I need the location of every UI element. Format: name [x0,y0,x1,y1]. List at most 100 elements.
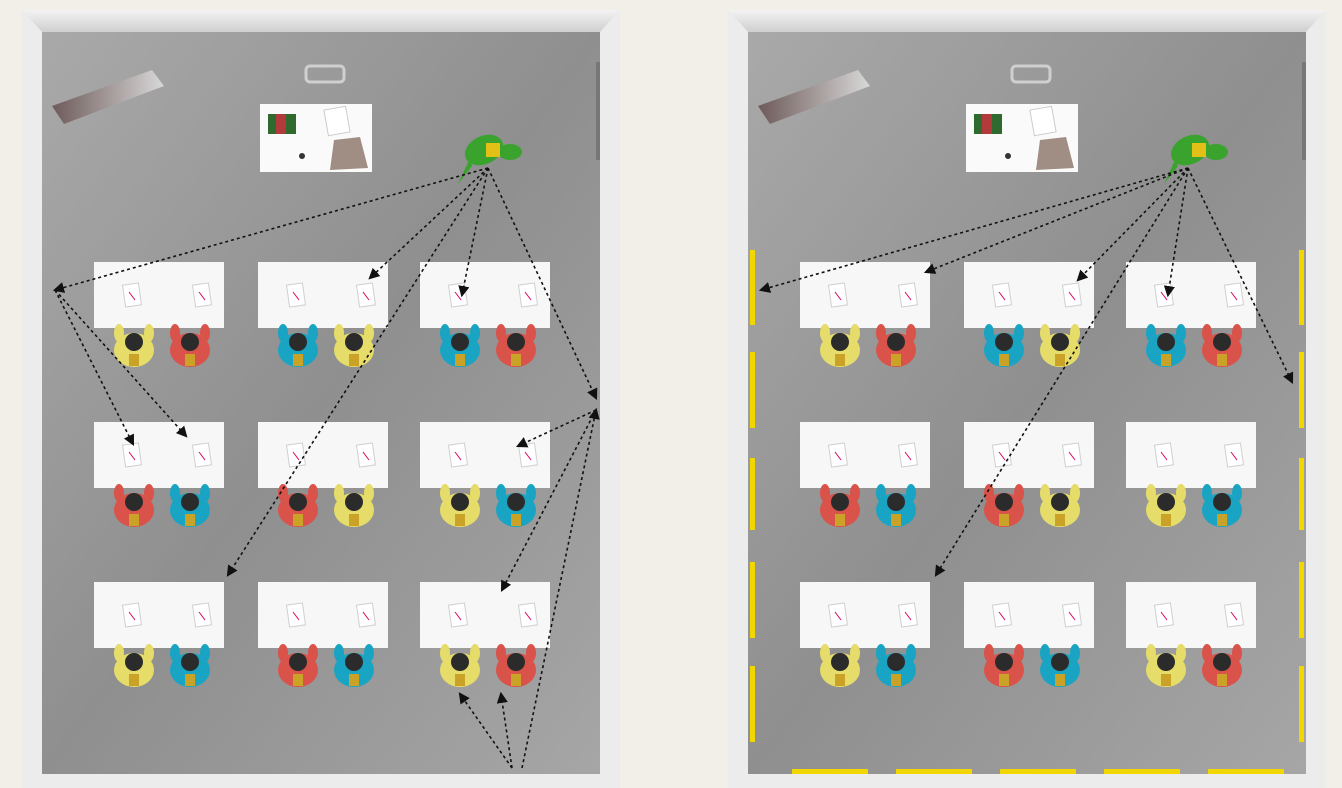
student-left [114,324,154,367]
arrow-teacher-to-desk-2 [368,167,489,280]
student-head [1213,493,1231,511]
worksheet [517,282,539,308]
arrow-teacher-to-right-wall [487,167,598,401]
pencil-mark [998,611,1006,621]
chair-back [1161,514,1171,526]
chair-back [455,514,465,526]
student-arm-right [1070,324,1080,342]
pencil-mark [1160,611,1168,621]
worksheet [191,282,213,308]
bag [330,137,368,170]
student-right [876,484,916,527]
pencil-mark [362,451,370,461]
teacher-leg [458,158,472,184]
student-head [451,333,469,351]
arrow-teacher-to-desk-1 [923,167,1189,274]
student-right [170,644,210,687]
student-arm-right [1070,644,1080,662]
pencil-mark [198,291,206,301]
student-arm-right [364,484,374,502]
arrow-bottom-to-seat-9b [496,691,513,769]
student-arm-left [440,324,450,342]
arrow-left-wall-to-desk-4a [54,289,135,446]
desk-9 [1126,582,1256,687]
paper [1029,105,1057,137]
pencil-mark [198,451,206,461]
student-arm-right [144,644,154,662]
arrow-teacher-to-desk-3 [458,167,489,298]
pencil-mark [1230,611,1238,621]
student-head [125,653,143,671]
chair-back [891,354,901,366]
worksheet [1153,442,1175,468]
student-arm-left [496,324,506,342]
student-right [334,484,374,527]
tape-bottom [896,769,972,774]
desk-4 [94,422,224,527]
student-arm-right [144,484,154,502]
student-right [496,644,536,687]
student-head [507,653,525,671]
desk-7 [94,582,224,687]
tape-right [1299,562,1304,638]
arrow-teacher-to-left-wall [52,167,489,293]
worksheet [1061,602,1083,628]
chair-back [511,514,521,526]
teacher-leg [1164,158,1178,184]
student-arm-left [278,324,288,342]
student-left [1146,484,1186,527]
student-head [995,493,1013,511]
student-arm-left [440,484,450,502]
student-arm-left [334,484,344,502]
pencil-mark [904,611,912,621]
worksheet [827,282,849,308]
student-arm-right [526,644,536,662]
worksheet [285,602,307,628]
student-arm-left [278,484,288,502]
student-right [1202,484,1242,527]
paper [323,105,351,137]
arrow-teacher-to-desk-2 [1076,167,1189,282]
pencil-mark [524,291,532,301]
student-arm-left [496,484,506,502]
chair-back [511,354,521,366]
shelf [52,70,164,124]
student-arm-right [850,484,860,502]
chair-back [349,514,359,526]
student-head [345,653,363,671]
teacher [1164,134,1228,184]
student-arm-right [906,644,916,662]
pencil-mark [454,291,462,301]
pencil-mark [362,611,370,621]
worksheet [191,602,213,628]
student-arm-right [1176,644,1186,662]
pencil-mark [198,611,206,621]
tape-bottom [1000,769,1076,774]
pencil-mark [454,611,462,621]
worksheet [121,602,143,628]
student-arm-left [1146,484,1156,502]
bag [1036,137,1074,170]
worksheet [355,602,377,628]
student-arm-right [470,644,480,662]
student-head [1213,653,1231,671]
chair-back [185,514,195,526]
student-head [831,333,849,351]
worksheet [517,602,539,628]
student-left [984,644,1024,687]
pencil-mark [292,451,300,461]
mouse [299,153,305,159]
tape-bottom [792,769,868,774]
student-left [278,324,318,367]
worksheet [447,282,469,308]
teacher-body [464,134,504,166]
tape-left [750,562,755,638]
student-arm-right [1176,484,1186,502]
panels-layer [22,10,1326,788]
top-wall [22,10,620,32]
student-arm-left [1146,644,1156,662]
worksheet [121,442,143,468]
worksheet [1061,442,1083,468]
student-right [170,484,210,527]
desk-6 [420,422,550,527]
